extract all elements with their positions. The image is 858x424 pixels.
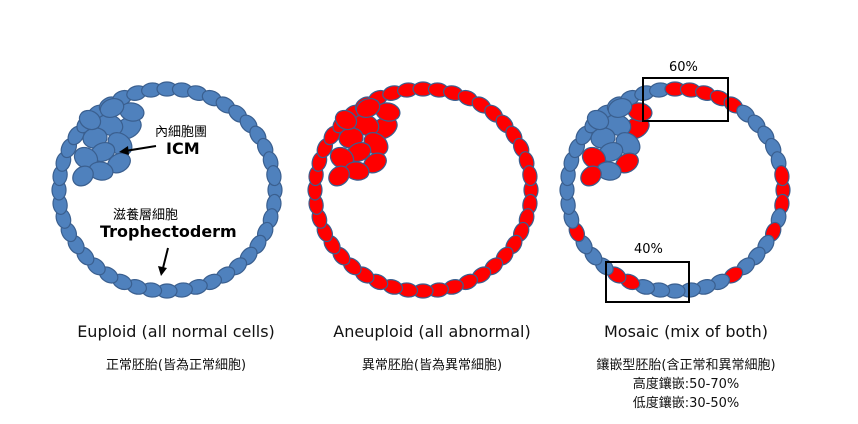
aneuploid-embryo — [307, 81, 539, 299]
aneuploid-title: Aneuploid (all abnormal) — [333, 322, 531, 341]
euploid-subtitle: 正常胚胎(皆為正常細胞) — [105, 358, 247, 373]
icm-label-cn: 內細胞團 — [155, 125, 208, 140]
trophectoderm-cell — [774, 165, 790, 187]
aneuploid-subtitle: 異常胚胎(皆為異常細胞) — [361, 358, 503, 373]
euploid-title: Euploid (all normal cells) — [77, 322, 275, 341]
icm-cell — [355, 97, 381, 119]
icm-cell — [334, 109, 358, 131]
mosaic-low-level: 低度鑲嵌:30-50% — [632, 396, 740, 411]
highlight-box-40 — [605, 261, 690, 303]
trophectoderm-cell — [266, 165, 282, 187]
icm-arrow — [119, 145, 157, 155]
trophectoderm-label-en: Trophectoderm — [100, 222, 237, 241]
trophectoderm-label-cn: 滋養層細胞 — [113, 208, 179, 223]
trophectoderm-cell — [522, 165, 538, 187]
icm-cell — [580, 165, 602, 187]
icm-cell — [99, 97, 125, 119]
icm-cell — [72, 165, 94, 187]
euploid-embryo — [51, 81, 283, 299]
icm-label-en: ICM — [166, 139, 200, 158]
highlight-box-60 — [642, 77, 729, 122]
icm-cell — [328, 165, 350, 187]
icm-cell — [607, 97, 633, 119]
mosaic-high-level: 高度鑲嵌:50-70% — [632, 377, 740, 392]
mosaic-subtitle: 鑲嵌型胚胎(含正常和異常細胞) — [596, 358, 776, 373]
mosaic-title: Mosaic (mix of both) — [604, 322, 768, 341]
percent-label-60: 60% — [669, 60, 698, 75]
mosaic-embryo — [559, 81, 791, 299]
trophectoderm-arrow — [158, 247, 169, 276]
icm-cell — [78, 109, 102, 131]
percent-label-40: 40% — [634, 242, 663, 257]
icm-cell — [586, 109, 610, 131]
